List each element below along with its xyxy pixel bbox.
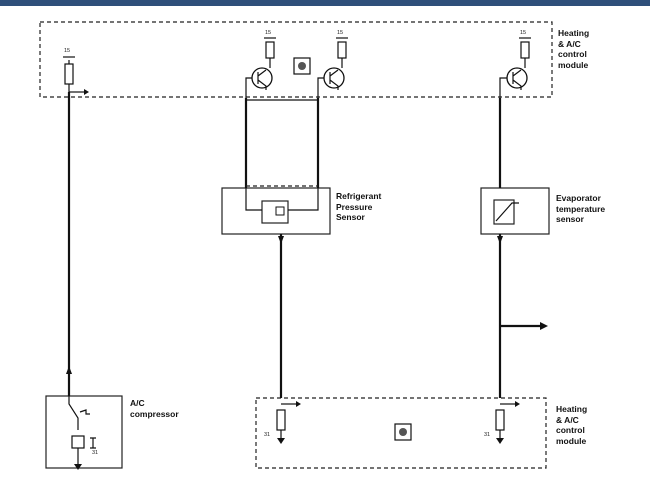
arrow-pressure-down <box>278 236 284 244</box>
resistor-left-top <box>64 63 74 85</box>
pin-label-bottom-right: 31 <box>484 432 491 438</box>
t2-out <box>317 77 324 98</box>
pin-label-t1: 15 <box>265 30 272 36</box>
arrow-evap-down <box>497 236 503 244</box>
pressure-sensor-box <box>221 187 331 235</box>
compressor-diode <box>90 437 96 449</box>
resistor-bottom-left <box>276 409 286 431</box>
label-pressure-sensor: Refrigerant Pressure Sensor <box>336 191 382 222</box>
transistor-2-legs <box>329 69 339 90</box>
bottom-left-arrow-head <box>296 401 301 407</box>
arrow-left-top-head <box>84 89 89 95</box>
label-compressor: A/C compressor <box>130 398 179 419</box>
module-chip-top-dot <box>298 62 306 70</box>
compressor-coil <box>71 435 85 449</box>
pin-label-left: 15 <box>64 48 71 54</box>
label-top-module: Heating & A/C control module <box>558 28 590 70</box>
resistor-t2 <box>337 41 347 59</box>
pin-label-bottom-left: 31 <box>264 432 271 438</box>
ground-bottom-left-tri <box>277 438 285 444</box>
wire-pressure-inner-right <box>288 188 319 211</box>
thermistor-arrow <box>495 202 519 222</box>
top-title-bar <box>0 0 650 6</box>
wire-pressure-inner-left <box>245 188 262 211</box>
bottom-module-box <box>255 397 547 469</box>
label-bottom-module: Heating & A/C control module <box>556 404 588 446</box>
transistor-3 <box>506 67 528 89</box>
ground-bottom-right-tri <box>496 438 504 444</box>
compressor-ground-tri <box>74 464 82 470</box>
compressor-box <box>45 395 123 469</box>
arrow-evap-side-head <box>540 322 548 330</box>
module-chip-bottom-dot <box>399 428 407 436</box>
compressor-switch <box>68 396 90 430</box>
t1-out <box>245 77 252 98</box>
pressure-sensor-core <box>275 206 285 216</box>
resistor-bottom-right <box>495 409 505 431</box>
evap-sensor-thermistor <box>493 199 515 225</box>
resistor-t1 <box>265 41 275 59</box>
transistor-1 <box>251 67 273 89</box>
top-module-box <box>39 21 553 98</box>
resistor-t3 <box>520 41 530 59</box>
pressure-sensor-element <box>261 200 289 224</box>
pin-label-compressor: 31 <box>92 450 99 456</box>
t3-out <box>499 77 507 98</box>
pin-label-t3: 15 <box>520 30 527 36</box>
transistor-1-legs <box>257 69 267 90</box>
arrow-left-up <box>66 366 72 374</box>
transistor-2 <box>323 67 345 89</box>
pin-label-t2: 15 <box>337 30 344 36</box>
transistor-3-legs <box>512 69 522 90</box>
evap-sensor-box <box>480 187 550 235</box>
label-evap-sensor: Evaporator temperature sensor <box>556 193 606 224</box>
bottom-right-arrow-head <box>515 401 520 407</box>
